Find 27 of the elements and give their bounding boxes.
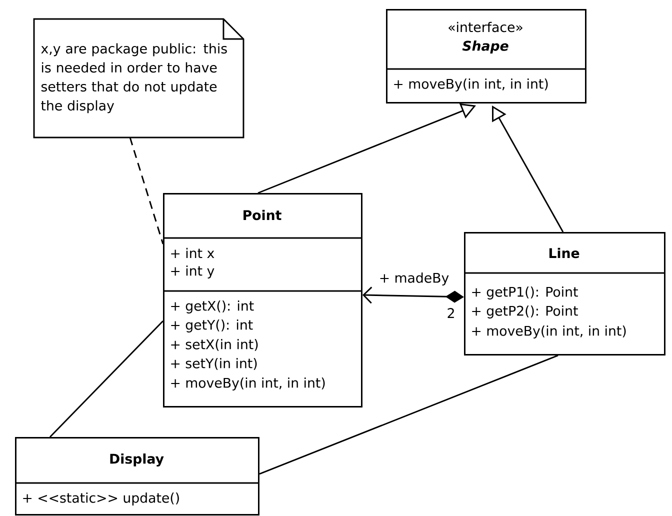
operation: + moveBy(in int, in int) xyxy=(171,378,325,390)
class-box xyxy=(464,232,666,356)
stereotype: «interface» xyxy=(448,22,522,32)
class-box xyxy=(15,437,260,516)
dashed-line xyxy=(129,137,164,244)
operation: + <<static>> update() xyxy=(23,492,179,506)
association-line xyxy=(49,320,164,438)
class-box xyxy=(386,9,586,104)
operation: + moveBy(in int, in int) xyxy=(472,326,626,338)
operation: + getP1(): Point xyxy=(472,286,578,300)
class-name: Line xyxy=(549,248,580,258)
multiplicity: 2 xyxy=(448,308,454,318)
class-name: Point xyxy=(244,210,282,220)
edge-label: + madeBy xyxy=(380,272,449,286)
operation: + setY(in int) xyxy=(171,358,257,370)
operation: + getX(): int xyxy=(171,300,254,314)
class-name: Display xyxy=(110,453,164,466)
attribute: + int x xyxy=(171,248,214,258)
operation: + getP2(): Point xyxy=(472,306,578,318)
operation: + moveBy(in int, in int) xyxy=(394,78,548,92)
attribute: + int y xyxy=(171,266,214,278)
association-line xyxy=(259,354,558,475)
class-box xyxy=(163,193,362,408)
note: x,y are package public: this is needed in order to have setters that do not update the display xyxy=(33,18,244,138)
class-name: Shape xyxy=(462,40,508,54)
operation: + getY(): int xyxy=(171,320,253,332)
operation: + setX(in int) xyxy=(171,339,258,351)
